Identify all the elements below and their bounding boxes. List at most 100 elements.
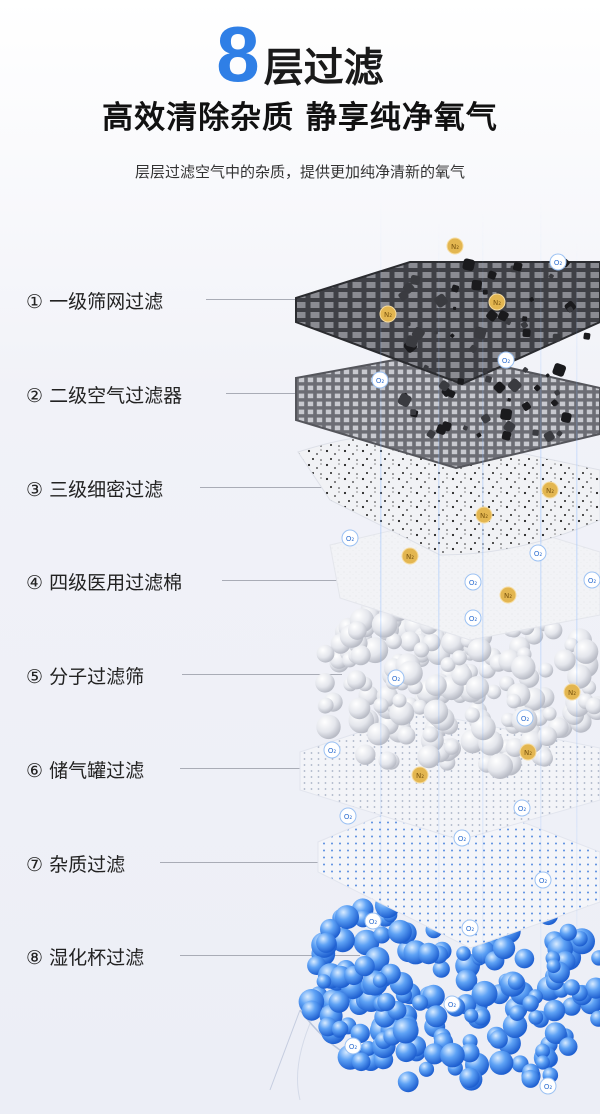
sieve-ball — [487, 753, 513, 779]
water-ball — [328, 992, 350, 1013]
water-ball — [316, 974, 332, 989]
water-ball — [528, 1010, 544, 1025]
water-ball — [455, 969, 478, 992]
impurity-particle — [550, 399, 558, 407]
water-ball — [521, 1069, 540, 1088]
layer-5-molecular-sieve — [315, 589, 600, 779]
impurity-particle — [556, 430, 563, 437]
sieve-ball — [467, 638, 492, 663]
oxygen-molecule-icon: O₂ — [464, 609, 482, 627]
nitrogen-molecule-icon: N₂ — [379, 305, 397, 323]
sieve-ball — [348, 697, 371, 720]
sieve-ball — [506, 693, 522, 709]
sieve-ball — [347, 621, 367, 640]
sieve-ball — [389, 700, 415, 726]
impurity-particle — [522, 367, 529, 373]
sieve-ball — [392, 693, 407, 708]
impurity-particle — [447, 389, 456, 398]
impurity-particle — [501, 430, 512, 441]
impurity-particle — [548, 273, 554, 279]
impurity-particle — [482, 368, 488, 374]
layer-label-1: ① 一级筛网过滤 — [26, 291, 164, 313]
impurity-particle — [532, 429, 539, 436]
svg-text:O₂: O₂ — [521, 715, 530, 723]
water-ball — [418, 1061, 435, 1077]
impurity-particle — [462, 425, 468, 431]
water-ball — [425, 1005, 448, 1028]
impurity-particle — [560, 412, 572, 423]
layer-label-3: ③ 三级细密过滤 — [26, 479, 164, 501]
sieve-ball — [425, 674, 447, 696]
impurity-particle — [493, 381, 506, 394]
svg-text:N₂: N₂ — [451, 243, 459, 251]
oxygen-molecule-icon: O₂ — [461, 919, 479, 937]
nitrogen-molecule-icon: N₂ — [475, 506, 493, 524]
svg-text:O₂: O₂ — [392, 675, 401, 683]
impurity-particle — [512, 261, 523, 272]
sieve-ball — [511, 655, 536, 680]
layer-label-2: ② 二级空气过滤器 — [26, 385, 183, 407]
water-ball — [372, 973, 388, 988]
sieve-ball — [486, 684, 502, 700]
impurity-particle — [507, 378, 522, 393]
sieve-ball — [385, 633, 402, 650]
nitrogen-molecule-icon: N₂ — [488, 293, 506, 311]
sieve-ball — [464, 707, 480, 723]
light-beams — [380, 200, 578, 980]
water-ball — [591, 950, 600, 966]
water-ball — [464, 1008, 479, 1023]
impurity-particle — [497, 310, 509, 322]
page-subtitle: 高效清除杂质 静享纯净氧气 — [102, 100, 498, 136]
impurity-particle — [457, 378, 465, 385]
svg-text:N₂: N₂ — [546, 487, 554, 495]
svg-text:N₂: N₂ — [504, 592, 512, 600]
impurity-particle — [402, 282, 415, 294]
sieve-ball — [355, 744, 376, 765]
svg-text:N₂: N₂ — [524, 749, 532, 757]
impurity-particle — [451, 284, 460, 293]
water-ball — [395, 1040, 417, 1063]
water-ball — [509, 1005, 525, 1021]
oxygen-molecule-icon: O₂ — [549, 253, 567, 271]
impurity-particle — [522, 328, 531, 338]
impurity-particle — [471, 279, 483, 291]
water-ball — [590, 1010, 600, 1027]
impurity-particle — [482, 289, 488, 295]
title-number: 8 — [216, 10, 260, 98]
impurity-particle — [554, 389, 561, 396]
svg-text:O₂: O₂ — [458, 835, 467, 843]
impurity-particle — [441, 421, 452, 432]
impurity-particle — [520, 321, 528, 329]
impurity-particle — [500, 408, 513, 421]
sieve-ball — [417, 745, 441, 769]
impurity-particle — [397, 393, 412, 408]
svg-text:N₂: N₂ — [384, 311, 392, 319]
oxygen-molecule-icon: O₂ — [513, 799, 531, 817]
impurity-particle — [462, 258, 475, 271]
nitrogen-molecule-icon: N₂ — [446, 237, 464, 255]
nitrogen-molecule-icon: N₂ — [401, 547, 419, 565]
water-ball — [489, 1050, 514, 1075]
water-ball — [377, 992, 396, 1012]
svg-text:O₂: O₂ — [502, 357, 511, 365]
nitrogen-molecule-icon: N₂ — [519, 743, 537, 761]
water-ball — [535, 1055, 550, 1070]
oxygen-molecule-icon: O₂ — [516, 709, 534, 727]
sieve-ball — [451, 665, 473, 686]
water-ball — [514, 948, 535, 969]
sieve-ball — [585, 697, 600, 715]
water-ball — [331, 1020, 349, 1038]
impurity-particle — [473, 326, 487, 340]
sieve-ball — [538, 662, 554, 678]
impurity-particle — [567, 306, 574, 313]
water-ball — [471, 980, 498, 1007]
layer-label-6: ⑥ 储气罐过滤 — [26, 760, 145, 782]
impurity-particle — [434, 330, 438, 335]
oxygen-molecule-icon: O₂ — [344, 1037, 362, 1055]
impurity-particle — [452, 306, 457, 311]
svg-text:O₂: O₂ — [544, 1083, 553, 1091]
water-ball — [316, 932, 337, 953]
